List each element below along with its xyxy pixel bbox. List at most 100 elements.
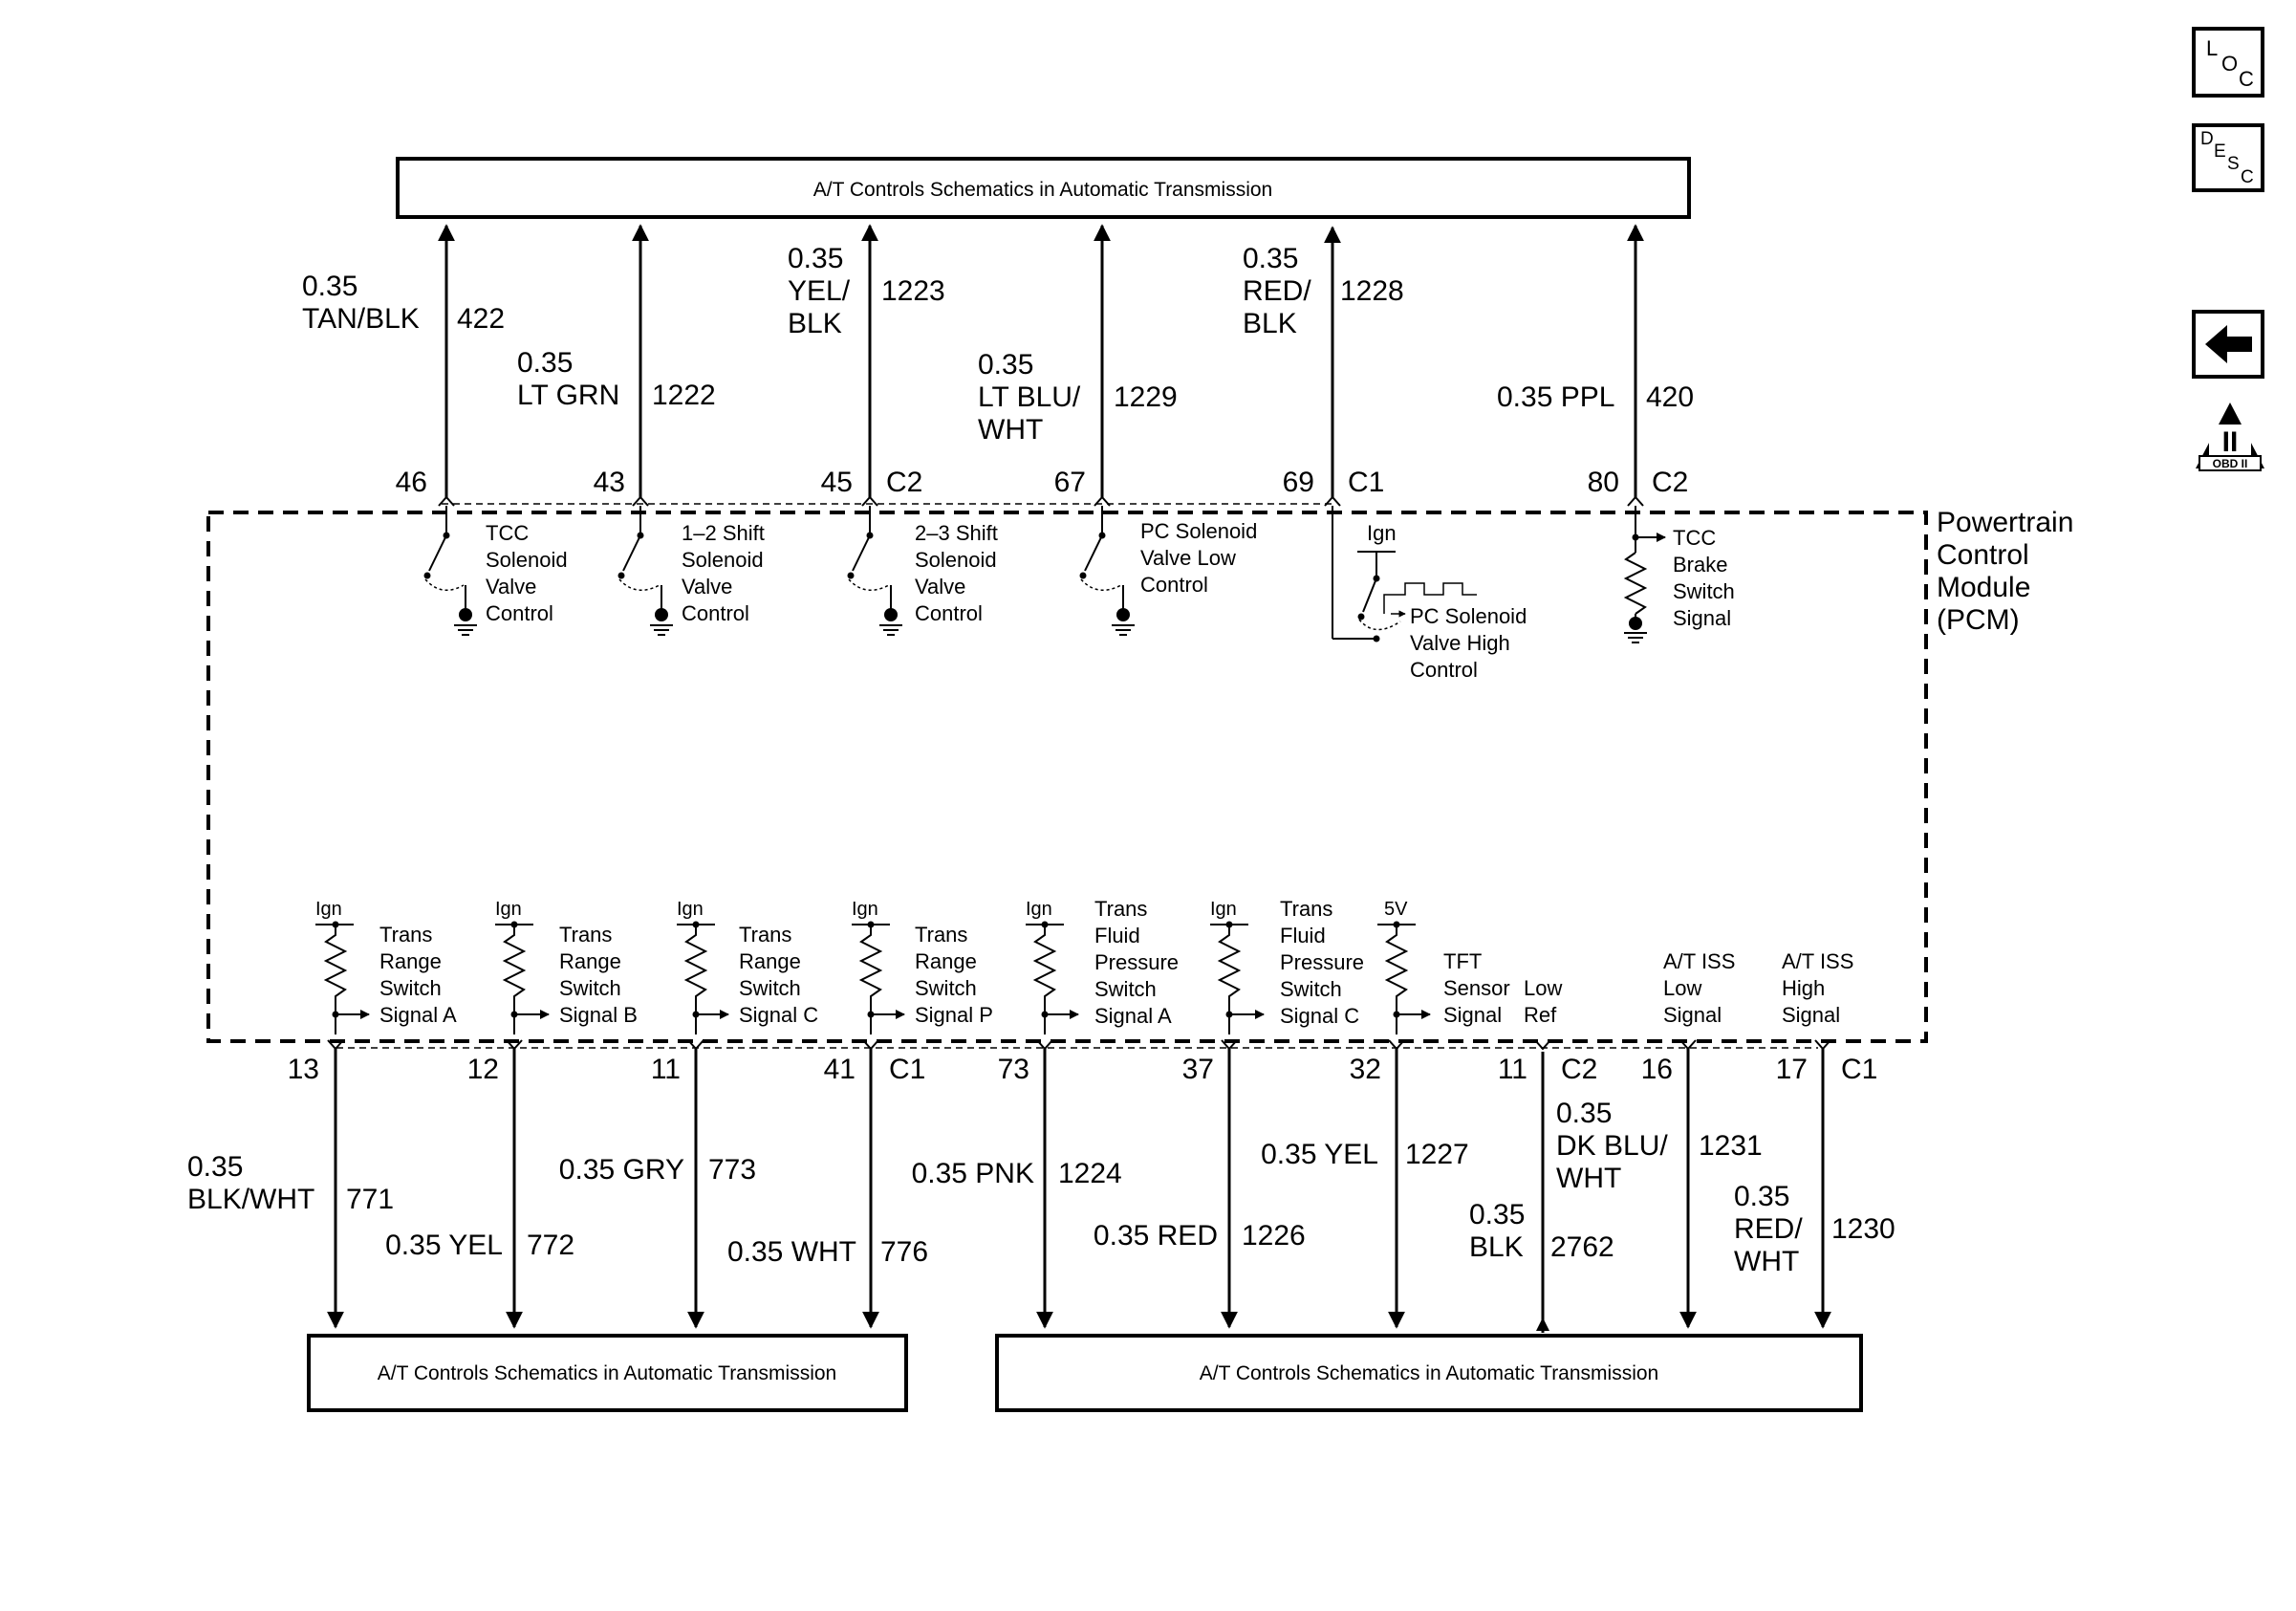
tft-sensor-pullup: 5V TFT Sensor Signal xyxy=(1377,899,1510,1034)
wire-color: YEL/ xyxy=(788,275,851,307)
shift-23-solenoid-driver: 2–3 Shift Solenoid Valve Control xyxy=(847,506,998,636)
bottom-wire-1226[interactable]: 37 0.35 RED 1226 xyxy=(1094,1049,1306,1329)
wire-size: 0.35 xyxy=(1734,1181,1789,1212)
pin-number: 11 xyxy=(1498,1054,1527,1085)
internal-label: Range xyxy=(915,949,977,973)
range-switch-c-pullup: Ign Trans Range Switch Signal C xyxy=(677,899,818,1034)
pin-number: 13 xyxy=(288,1054,319,1085)
top-wire-1223[interactable]: 0.35 YEL/ BLK 1223 45 C2 xyxy=(788,224,945,498)
bottom-wire-771[interactable]: 13 0.35 BLK/WHT 771 xyxy=(187,1049,394,1329)
internal-label: 1–2 Shift xyxy=(682,521,765,545)
bottom-wire-1227[interactable]: 32 0.35 YEL 1227 xyxy=(1261,1049,1469,1329)
pressure-switch-c-pullup: Ign Trans Fluid Pressure Switch Signal C xyxy=(1210,897,1364,1034)
top-schematic-box[interactable]: A/T Controls Schematics in Automatic Tra… xyxy=(396,157,1691,219)
supply-label: 5V xyxy=(1384,899,1408,920)
supply-label: Ign xyxy=(1026,899,1052,920)
internal-label: Low xyxy=(1524,976,1562,1000)
top-wire-422[interactable]: 0.35 TAN/BLK 422 46 xyxy=(302,224,505,498)
bottom-left-schematic-box[interactable]: A/T Controls Schematics in Automatic Tra… xyxy=(307,1334,908,1412)
bottom-right-schematic-box[interactable]: A/T Controls Schematics in Automatic Tra… xyxy=(995,1334,1863,1412)
internal-label: TCC xyxy=(486,521,529,545)
wire-size: 0.35 xyxy=(1469,1199,1525,1230)
wire-color: LT BLU/ xyxy=(978,381,1081,413)
wire-size: 0.35 xyxy=(788,243,843,274)
obd-ii-icon[interactable]: II OBD II xyxy=(2196,403,2264,471)
internal-label: Switch xyxy=(1094,977,1157,1001)
top-wire-1228[interactable]: 0.35 RED/ BLK 1228 69 C1 xyxy=(1243,226,1404,498)
pcm-boundary xyxy=(206,511,1928,1043)
internal-label: TCC xyxy=(1673,526,1716,550)
circuit-number: 771 xyxy=(346,1184,394,1215)
wire-size: 0.35 xyxy=(978,349,1033,381)
pcm-label-line: (PCM) xyxy=(1937,604,2020,636)
top-wire-1229[interactable]: 0.35 LT BLU/ WHT 1229 67 xyxy=(978,224,1178,498)
wire-color: 0.35 PPL xyxy=(1497,381,1614,413)
internal-label: Valve High xyxy=(1410,631,1510,655)
pin-number: 32 xyxy=(1350,1054,1381,1085)
loc-icon[interactable]: L O C xyxy=(2192,27,2264,98)
connector-id: C2 xyxy=(1652,467,1688,498)
internal-label: Trans xyxy=(1094,897,1147,921)
wire-color: TAN/BLK xyxy=(302,303,420,335)
top-wire-1222[interactable]: 0.35 LT GRN 1222 43 xyxy=(517,224,716,498)
internal-label: Control xyxy=(486,601,553,625)
bottom-wire-776[interactable]: 41 C1 0.35 WHT 776 xyxy=(727,1049,928,1329)
supply-label: Ign xyxy=(677,899,704,920)
wire-color: WHT xyxy=(1556,1163,1621,1194)
circuit-number: 1222 xyxy=(652,380,716,411)
tcc-solenoid-driver: TCC Solenoid Valve Control xyxy=(423,506,568,636)
internal-label: Switch xyxy=(1280,977,1342,1001)
obd-ii-numeral: II xyxy=(2222,426,2239,458)
internal-label: Range xyxy=(739,949,801,973)
supply-label: Ign xyxy=(852,899,878,920)
internal-label: Brake xyxy=(1673,553,1727,577)
wire-color: 0.35 RED xyxy=(1094,1220,1218,1252)
top-connector-chevrons xyxy=(438,495,1644,507)
iss-high-label: A/T ISS High Signal xyxy=(1782,949,1853,1027)
low-ref-label: Low Ref xyxy=(1524,976,1562,1027)
internal-label: Switch xyxy=(739,976,801,1000)
iss-low-label: A/T ISS Low Signal xyxy=(1663,949,1735,1027)
top-wire-420[interactable]: 0.35 PPL 420 80 C2 xyxy=(1497,224,1694,498)
internal-label: A/T ISS xyxy=(1663,949,1735,973)
bottom-wire-1231[interactable]: 16 0.35 DK BLU/ WHT 1231 xyxy=(1556,1049,1763,1329)
bottom-wire-773[interactable]: 11 0.35 GRY 773 xyxy=(559,1049,756,1329)
supply-label: Ign xyxy=(495,899,522,920)
wire-size: 0.35 xyxy=(187,1151,243,1183)
wire-color: BLK xyxy=(1469,1231,1524,1263)
internal-label: Signal xyxy=(1663,1003,1722,1027)
top-box-label: A/T Controls Schematics in Automatic Tra… xyxy=(813,179,1272,201)
internal-label: Signal A xyxy=(1094,1004,1172,1028)
loc-icon-letter: C xyxy=(2239,67,2254,91)
wire-size: 0.35 xyxy=(1556,1098,1612,1129)
internal-label: Signal xyxy=(1443,1003,1502,1027)
pin-number: 73 xyxy=(998,1054,1029,1085)
circuit-number: 1226 xyxy=(1242,1220,1306,1252)
wire-color: WHT xyxy=(1734,1246,1799,1277)
internal-label: Trans xyxy=(559,923,612,947)
internal-label: Valve xyxy=(682,575,732,599)
bottom-wire-1230[interactable]: 17 C1 0.35 RED/ WHT 1230 xyxy=(1734,1049,1895,1329)
supply-label: Ign xyxy=(1210,899,1237,920)
internal-label: Trans xyxy=(379,923,432,947)
internal-label: Range xyxy=(559,949,621,973)
desc-icon[interactable]: D E S C xyxy=(2192,123,2264,192)
wire-color: RED/ xyxy=(1243,275,1311,307)
internal-label: Signal C xyxy=(1280,1004,1359,1028)
internal-label: Ref xyxy=(1524,1003,1557,1027)
pin-number: 17 xyxy=(1776,1054,1808,1085)
bottom-wire-2762[interactable]: 11 C2 0.35 BLK 2762 xyxy=(1469,1052,1614,1333)
pcm-label-line: Module xyxy=(1937,572,2030,603)
internal-label: Switch xyxy=(559,976,621,1000)
bottom-wire-772[interactable]: 12 0.35 YEL 772 xyxy=(385,1049,574,1329)
internal-label: Trans xyxy=(915,923,967,947)
tcc-brake-switch-input: TCC Brake Switch Signal xyxy=(1623,506,1735,643)
circuit-number: 422 xyxy=(457,303,505,335)
pc-solenoid-low-driver: PC Solenoid Valve Low Control xyxy=(1079,506,1257,636)
back-arrow-icon[interactable] xyxy=(2192,310,2264,379)
loc-icon-letter: L xyxy=(2206,36,2218,60)
bottom-wire-1224[interactable]: 73 0.35 PNK 1224 xyxy=(912,1049,1122,1329)
pin-number: 16 xyxy=(1641,1054,1673,1085)
circuit-number: 772 xyxy=(527,1230,574,1261)
